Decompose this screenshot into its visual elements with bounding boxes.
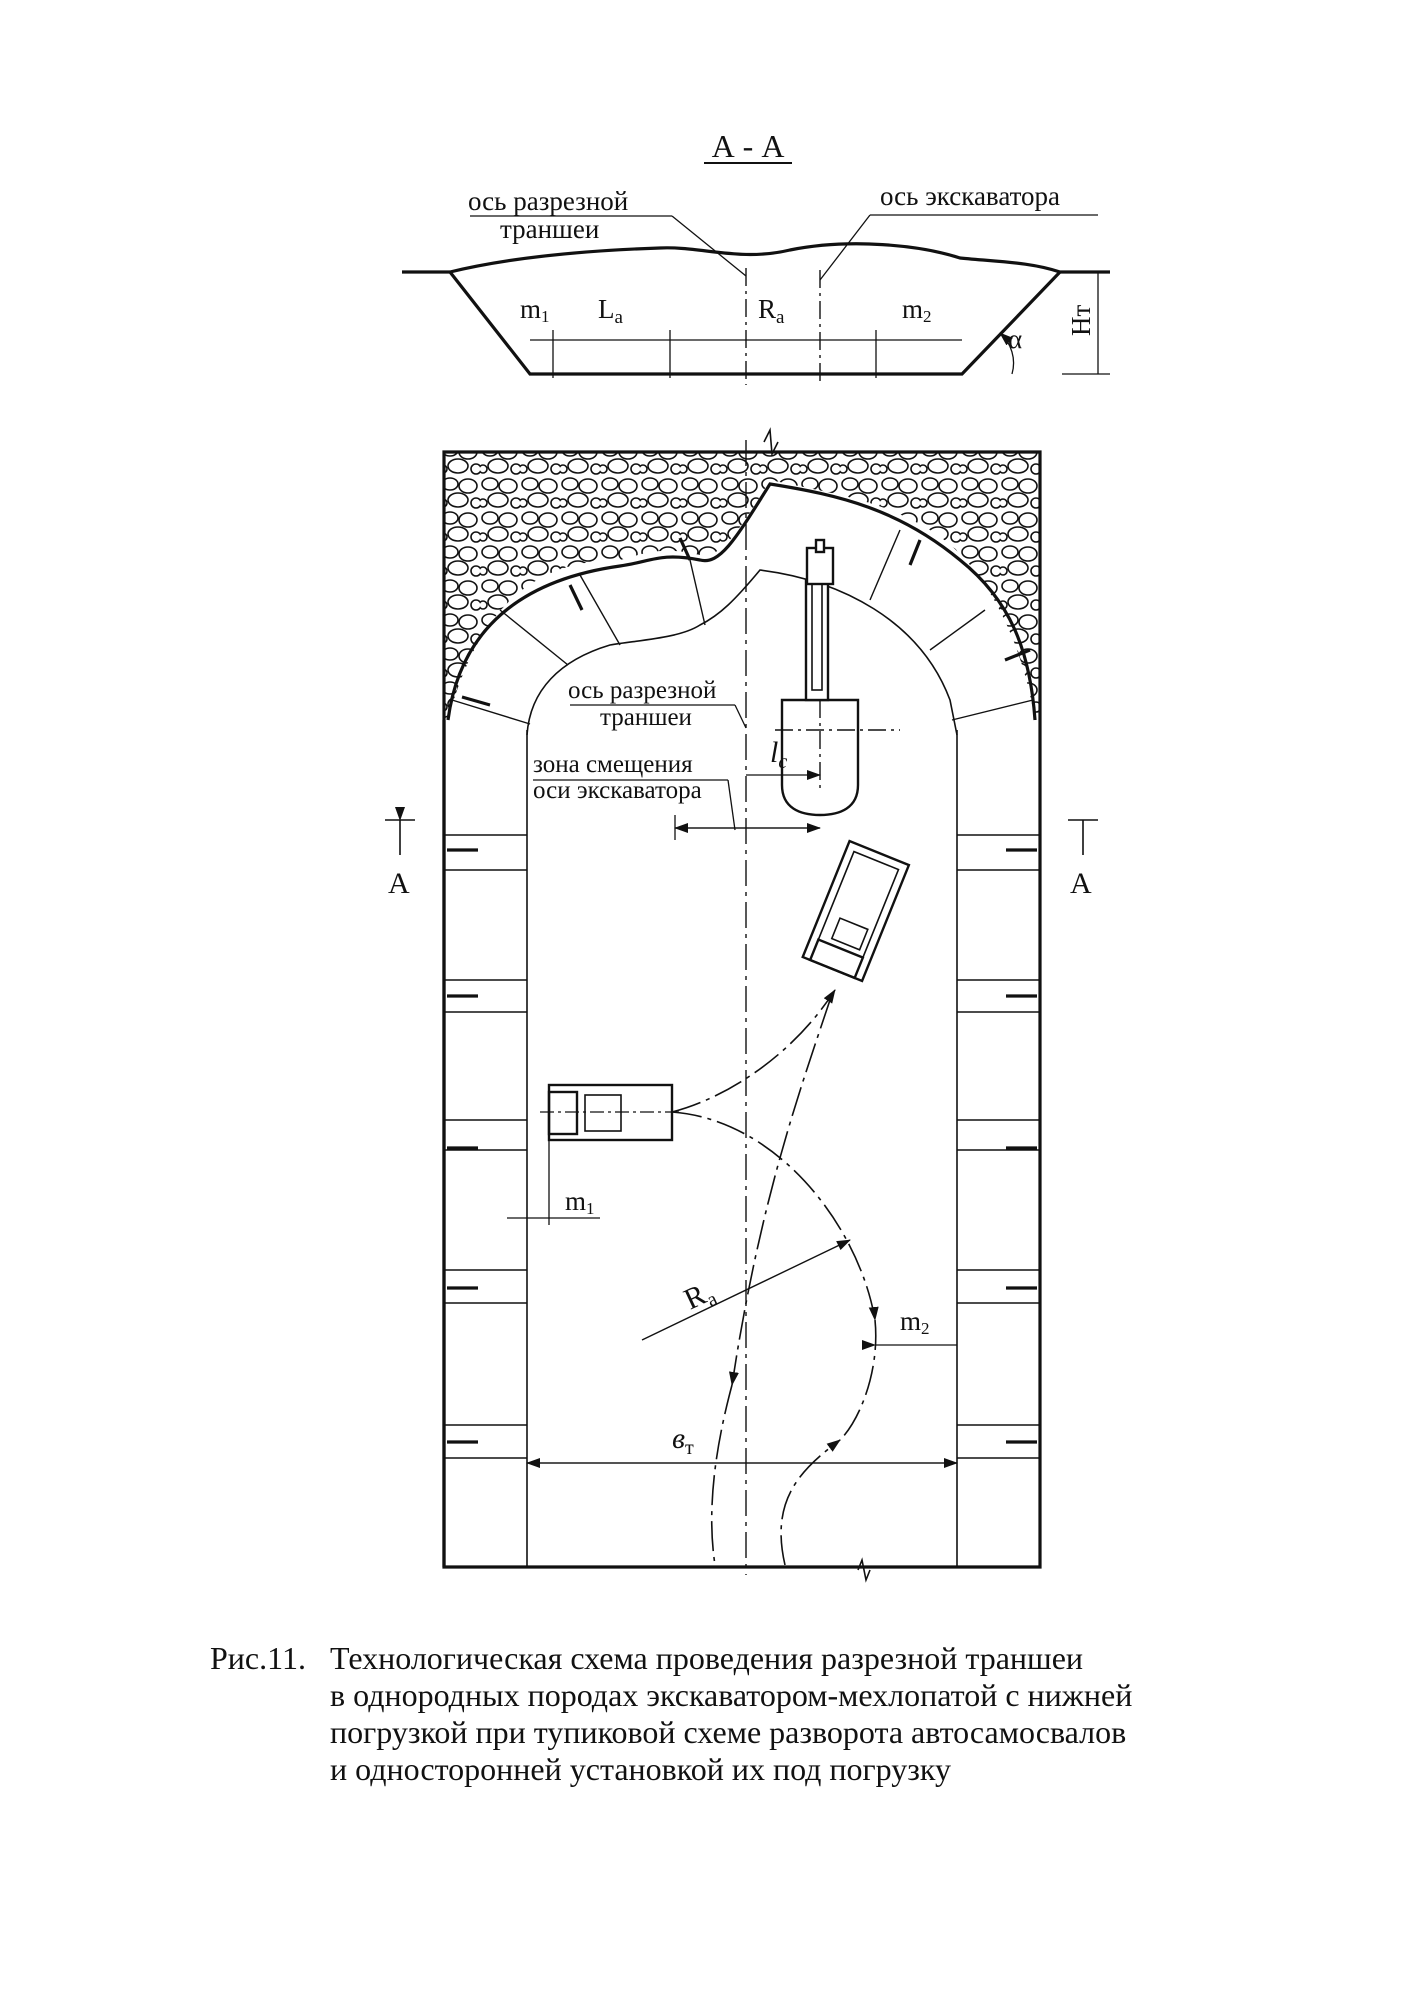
plan-m2-sub: 2 — [921, 1319, 930, 1338]
caption-line-3: погрузкой при тупиковой схеме разворота … — [330, 1714, 1127, 1750]
section-mark-left — [385, 807, 415, 855]
excavator-boom — [804, 578, 830, 702]
excavator-bucket — [805, 546, 835, 586]
svg-text:m1: m1 — [565, 1186, 595, 1218]
right-side-blocks — [957, 834, 1040, 1459]
section-Ht: Нт — [1066, 305, 1096, 336]
section-dim-Ra: R — [758, 294, 776, 324]
svg-text:m2: m2 — [900, 1306, 930, 1338]
section-title: А - А — [712, 128, 785, 164]
svg-text:Ra: Ra — [679, 1274, 721, 1320]
arch-radial-lines — [451, 529, 1034, 725]
section-trench-axis-label-2: траншеи — [500, 214, 599, 244]
svg-text:La: La — [598, 294, 624, 328]
caption-line-4: и односторонней установкой их под погруз… — [330, 1751, 951, 1787]
rock-mass — [444, 452, 1040, 720]
section-dim-m1: m — [520, 294, 541, 324]
arch-inner-edge — [526, 569, 958, 736]
path-turn-arc — [671, 1111, 876, 1321]
section-excavator-axis-leader-diag — [819, 214, 871, 281]
truck-waiting — [540, 1083, 680, 1142]
section-dim-La: L — [598, 294, 615, 324]
plan-trench-axis-label-2: траншеи — [600, 704, 692, 731]
truck-loading-cab — [808, 938, 865, 980]
svg-text:Ra: Ra — [758, 294, 785, 328]
section-dim-ticks — [552, 330, 877, 378]
section-dim-m1-sub: 1 — [541, 307, 550, 326]
plan-m2: m — [900, 1306, 921, 1336]
caption-line-2: в однородных породах экскаватором-мехлоп… — [330, 1677, 1133, 1713]
svg-text:m2: m2 — [902, 294, 932, 326]
path-exit — [710, 1384, 733, 1566]
section-trench-axis-label-1: ось разрезной — [468, 186, 628, 216]
plan-bt: в — [672, 1422, 685, 1455]
section-trench-axis-leader-diag — [671, 215, 747, 277]
ground-surface — [402, 242, 1110, 274]
truck-loading-body — [801, 839, 911, 983]
section-excavator-axis-label: ось экскаватора — [880, 181, 1060, 211]
plan-section-mark-right: А — [1070, 867, 1092, 900]
path-entry — [780, 1439, 841, 1566]
plan-m1: m — [565, 1186, 586, 1216]
path-turn-arc-2 — [839, 1306, 879, 1441]
left-side-ticks — [447, 848, 478, 1444]
section-dim-Ra-sub: a — [776, 307, 785, 328]
trench-diagram: А - А ось разрезной траншеи ось экскават… — [385, 128, 1110, 1583]
truck-waiting-window — [584, 1094, 622, 1132]
plan-lc: l — [770, 736, 778, 769]
plan-m1-sub: 1 — [586, 1199, 595, 1218]
plan-view: ось разрезной траншеи зона смещения оси … — [385, 427, 1098, 1583]
section-alpha: α — [1008, 324, 1022, 354]
plan-zone-label-1: зона смещения — [533, 751, 693, 778]
arch-outer-face — [446, 482, 1037, 721]
break-mark-top — [763, 427, 779, 457]
plan-trench-axis-leader-2 — [734, 704, 747, 729]
plan-trench-axis-label-1: ось разрезной — [568, 677, 716, 704]
plan-outer-frame — [442, 450, 1042, 1569]
alpha-arc — [999, 332, 1015, 375]
caption-line-1: Технологическая схема проведения разрезн… — [330, 1640, 1084, 1676]
truck-waiting-cab — [547, 1090, 579, 1136]
radius-line — [641, 1239, 851, 1341]
plan-zone-leader-2 — [727, 779, 736, 831]
plan-lc-sub: c — [778, 751, 787, 773]
caption-number: Рис.11. — [210, 1640, 306, 1676]
svg-text:вт: вт — [672, 1422, 694, 1459]
excavator-bucket-tooth — [814, 538, 826, 554]
right-side-ticks — [1006, 848, 1037, 1444]
truck-loading-window — [830, 917, 869, 951]
plan-section-mark-left: А — [388, 867, 410, 900]
arch-marker-ticks — [461, 537, 1031, 707]
plan-bt-sub: т — [685, 1437, 694, 1459]
section-dim-m2-sub: 2 — [923, 307, 932, 326]
svg-text:lc: lc — [770, 736, 787, 773]
section-dim-La-sub: a — [615, 307, 624, 328]
left-side-blocks — [444, 834, 527, 1459]
plan-zone-label-2: оси экскаватора — [533, 777, 702, 804]
section-dim-m2: m — [902, 294, 923, 324]
svg-text:m1: m1 — [520, 294, 550, 326]
break-mark-bottom — [857, 1557, 871, 1583]
excavator-body — [780, 698, 860, 817]
section-mark-right — [1068, 819, 1098, 855]
path-back-to-loading — [671, 989, 836, 1113]
section-view: А - А ось разрезной траншеи ось экскават… — [402, 128, 1110, 385]
excavator — [775, 538, 900, 817]
path-reverse — [729, 999, 831, 1386]
truck-loading — [801, 839, 911, 983]
